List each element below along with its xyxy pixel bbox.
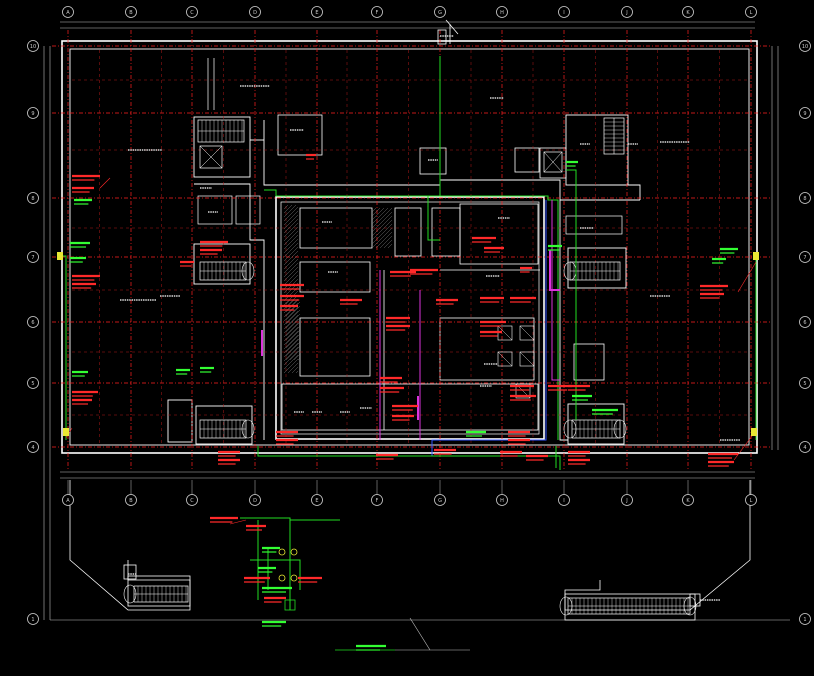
pipe-runs — [60, 56, 757, 610]
grid-bubble-top-C: C — [186, 6, 198, 18]
grid-bubble-right-7: 7 — [799, 251, 811, 263]
grid-bubble-label: 8 — [31, 196, 34, 202]
grid-bubble-left-10: 10 — [27, 40, 39, 52]
grid-bubble-label: K — [686, 10, 690, 16]
grid-bubble-bottom-D: D — [249, 494, 261, 506]
grid-bubble-label: 1 — [803, 617, 806, 623]
grid-bubble-label: 10 — [802, 44, 808, 50]
grid-bubble-left-6: 6 — [27, 316, 39, 328]
grid-bubble-top-H: H — [496, 6, 508, 18]
grid-bubble-label: 6 — [31, 320, 34, 326]
grid-bubble-top-G: G — [434, 6, 446, 18]
grid-bubble-label: H — [500, 498, 504, 504]
grid-bubble-top-D: D — [249, 6, 261, 18]
grid-bubble-bottom-L: L — [745, 494, 757, 506]
grid-bubble-label: D — [253, 498, 257, 504]
grid-bubble-top-E: E — [311, 6, 323, 18]
grid-bubble-bottom-G: G — [434, 494, 446, 506]
grid-bubble-label: A — [66, 498, 70, 504]
grid-bubble-top-A: A — [62, 6, 74, 18]
grid-bubble-bottom-J: J — [621, 494, 633, 506]
room-hatching — [283, 204, 393, 374]
grid-bubble-bottom-H: H — [496, 494, 508, 506]
grid-bubble-label: 6 — [803, 320, 806, 326]
grid-bubble-label: 7 — [803, 255, 806, 261]
grid-bubble-label: 5 — [803, 381, 806, 387]
grid-bubble-label: I — [563, 498, 564, 504]
grid-bubble-label: L — [750, 498, 753, 504]
grid-bubble-left-9: 9 — [27, 107, 39, 119]
drawing-title-block — [335, 617, 470, 651]
grid-bubble-label: 9 — [31, 111, 34, 117]
grid-bubble-label: H — [500, 10, 504, 16]
grid-bubble-left-4: 4 — [27, 441, 39, 453]
grid-bubble-right-8: 8 — [799, 192, 811, 204]
grid-bubble-label: D — [253, 10, 257, 16]
grid-bubble-left-8: 8 — [27, 192, 39, 204]
grid-bubble-label: A — [66, 10, 70, 16]
grid-bubble-label: L — [750, 10, 753, 16]
grid-bubble-top-F: F — [371, 6, 383, 18]
grid-bubble-label: I — [563, 10, 564, 16]
grid-bubble-bottom-K: K — [682, 494, 694, 506]
grid-bubble-label: 1 — [31, 617, 34, 623]
grid-bubble-top-J: J — [621, 6, 633, 18]
grid-bubble-bottom-B: B — [125, 494, 137, 506]
grid-bubble-label: 8 — [803, 196, 806, 202]
grid-bubble-label: C — [190, 10, 194, 16]
grid-bubble-left-5: 5 — [27, 377, 39, 389]
grid-bubble-top-B: B — [125, 6, 137, 18]
grid-bubble-label: G — [438, 10, 442, 16]
grid-bubble-right-1: 1 — [799, 613, 811, 625]
grid-bubble-label: 4 — [803, 445, 806, 451]
grid-bubble-right-9: 9 — [799, 107, 811, 119]
north-arrow-icon — [437, 19, 459, 45]
grid-bubble-label: J — [625, 498, 627, 504]
grid-bubble-label: 4 — [31, 445, 34, 451]
grid-bubble-label: J — [625, 10, 627, 16]
grid-bubble-top-L: L — [745, 6, 757, 18]
riser-symbol-icon — [278, 548, 298, 611]
grid-bubble-right-10: 10 — [799, 40, 811, 52]
grid-bubble-label: G — [438, 498, 442, 504]
grid-bubble-label: E — [315, 10, 318, 16]
grid-bubble-top-I: I — [558, 6, 570, 18]
grid-bubble-label: K — [686, 498, 690, 504]
grid-bubble-bottom-E: E — [311, 494, 323, 506]
grid-bubble-right-6: 6 — [799, 316, 811, 328]
grid-bubble-label: C — [190, 498, 194, 504]
grid-bubble-label: 7 — [31, 255, 34, 261]
grid-bubble-label: F — [376, 10, 379, 16]
structural-grid-lines — [52, 30, 770, 505]
grid-bubble-label: B — [129, 498, 133, 504]
grid-bubble-left-1: 1 — [27, 613, 39, 625]
grid-bubble-right-5: 5 — [799, 377, 811, 389]
grid-bubble-label: F — [376, 498, 379, 504]
grid-bubble-label: 10 — [30, 44, 36, 50]
grid-bubble-label: B — [129, 10, 133, 16]
grid-bubble-bottom-F: F — [371, 494, 383, 506]
grid-bubble-bottom-I: I — [558, 494, 570, 506]
grid-bubble-right-4: 4 — [799, 441, 811, 453]
grid-bubble-top-K: K — [682, 6, 694, 18]
building-walls — [61, 40, 758, 621]
grid-bubbles: A B C D E F G H I J K L A B C D E F G H I J K L 10 9 8 7 6 5 4 1 10 9 8 7 6 5… — [27, 6, 811, 625]
stairs-group — [123, 117, 697, 616]
grid-bubble-label: E — [315, 498, 318, 504]
grid-bubble-label: 9 — [803, 111, 806, 117]
grid-bubble-bottom-C: C — [186, 494, 198, 506]
grid-bubble-label: 5 — [31, 381, 34, 387]
grid-bubble-bottom-A: A — [62, 494, 74, 506]
grid-bubble-left-7: 7 — [27, 251, 39, 263]
